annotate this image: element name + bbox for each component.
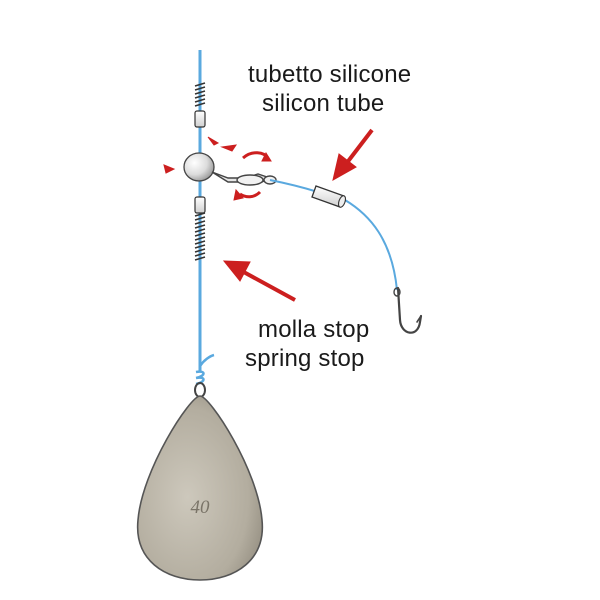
- silicone-tube: [311, 185, 347, 208]
- sinker-weight-label: 40: [191, 497, 211, 518]
- tube-callout-arrow: [332, 128, 374, 181]
- upper-spring: [194, 82, 206, 107]
- swivel-clip: [211, 171, 277, 186]
- sinker-eye: [194, 382, 206, 398]
- rotation-arrows: [163, 136, 272, 201]
- silicone-tube-label-en: silicon tube: [262, 90, 385, 117]
- upper-stop-sleeve: [194, 110, 206, 128]
- hook: [393, 286, 423, 334]
- spring-stop: [194, 212, 206, 261]
- spring-stop-label-en: spring stop: [245, 345, 365, 372]
- spring-stop-label-it: molla stop: [258, 316, 370, 343]
- sliding-bead: [183, 152, 215, 182]
- silicone-tube-label-it: tubetto silicone: [248, 61, 412, 88]
- lower-stop-sleeve: [194, 196, 206, 214]
- spring-callout-arrow: [222, 260, 296, 302]
- sinker: [136, 395, 264, 581]
